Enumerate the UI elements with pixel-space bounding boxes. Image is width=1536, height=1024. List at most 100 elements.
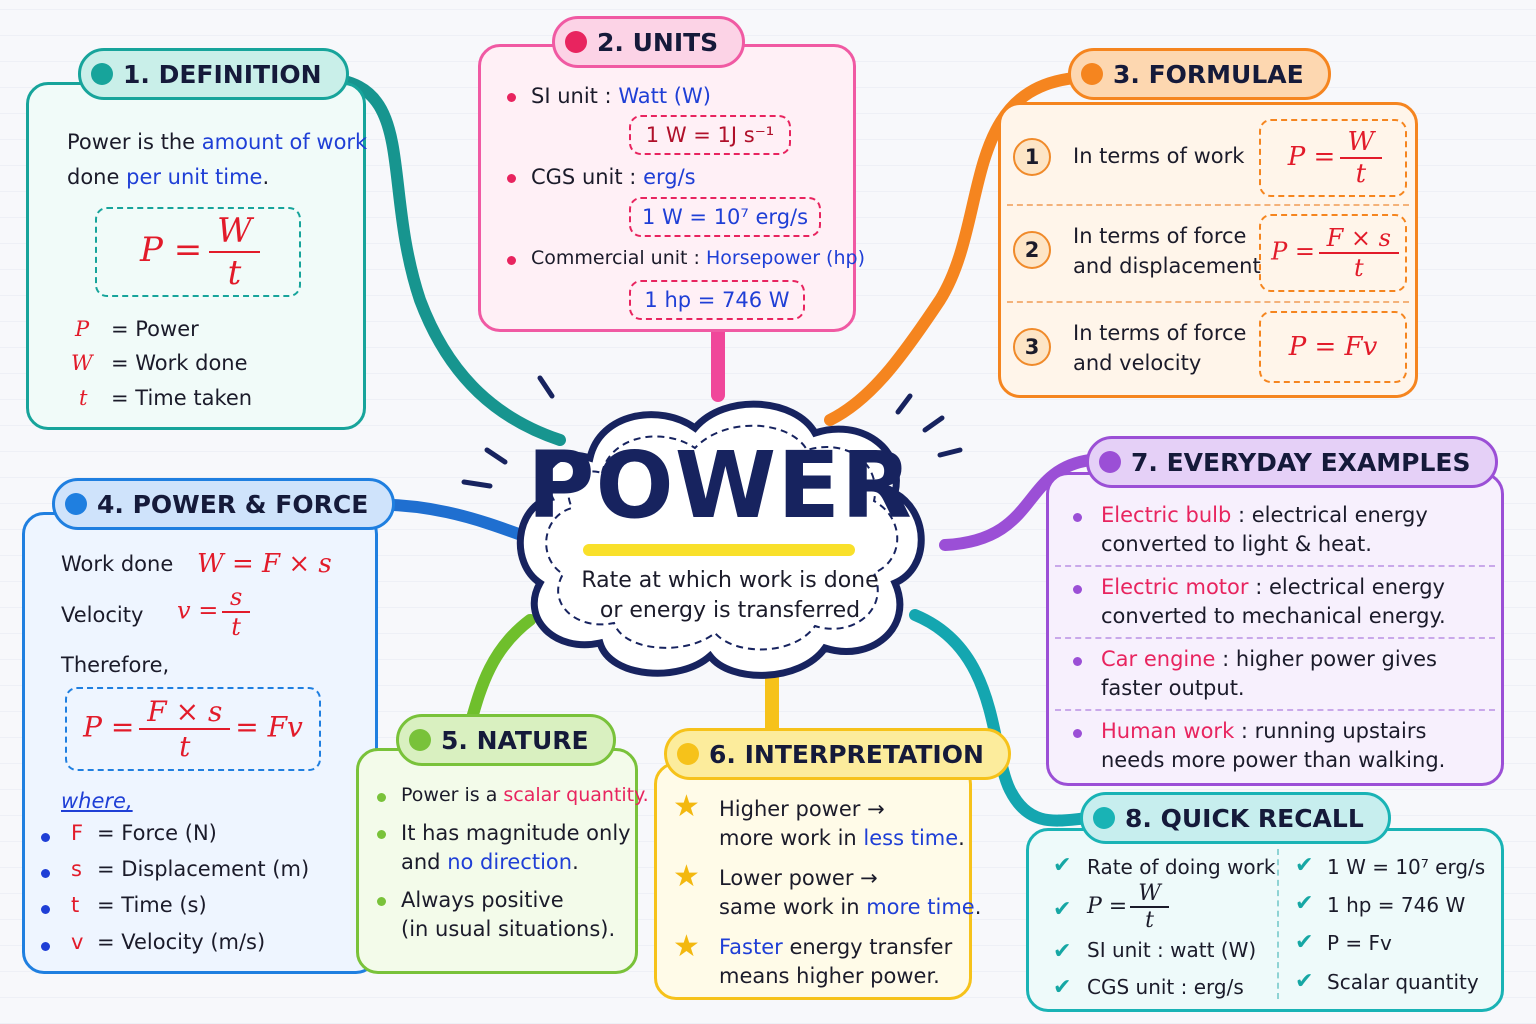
example-motor-line1: Electric motor : electrical energy [1101, 575, 1445, 599]
example-bulb-line2: converted to light & heat. [1101, 532, 1372, 556]
check-icon: ✔ [1295, 853, 1314, 878]
recall-pfv: P = Fv [1327, 931, 1392, 955]
units-heading: 2. UNITS [552, 16, 746, 68]
power-force-heading: 4. POWER & FORCE [52, 478, 396, 530]
bullet [41, 869, 50, 878]
recall-hp: 1 hp = 746 W [1327, 893, 1466, 917]
interp-faster-line2: means higher power. [719, 964, 940, 988]
recall-cgs: CGS unit : erg/s [1087, 975, 1244, 999]
bullet [1073, 513, 1082, 522]
var-displacement: s= Displacement (m) [71, 857, 310, 881]
recall-si: SI unit : watt (W) [1087, 938, 1257, 962]
formula-desc-3b: and velocity [1073, 351, 1202, 375]
therefore-label: Therefore, [61, 653, 170, 677]
title-highlight [583, 544, 855, 556]
nature-magnitude-line2: and no direction. [401, 850, 579, 874]
connector-definition [314, 72, 566, 446]
example-human-line1: Human work : running upstairs [1101, 719, 1427, 743]
bullet [377, 793, 386, 802]
work-done-formula: W = F × s [197, 549, 332, 579]
interp-lower-line1: Lower power → [719, 866, 878, 890]
formula-box-3: P = Fv [1259, 311, 1407, 383]
nature-heading: 5. NATURE [396, 714, 616, 766]
bullet [377, 897, 386, 906]
definition-heading: 1. DEFINITION [78, 48, 349, 100]
units-si: SI unit : Watt (W) [531, 84, 711, 108]
recall-heading: 8. QUICK RECALL [1080, 792, 1391, 844]
formula-desc-3a: In terms of force [1073, 321, 1247, 345]
formula-desc-2a: In terms of force [1073, 224, 1247, 248]
example-car-line2: faster output. [1101, 676, 1245, 700]
power-force-heading-dot [65, 493, 87, 515]
check-icon: ✔ [1053, 939, 1072, 964]
connector-nature [464, 614, 536, 731]
nature-positive-line1: Always positive [401, 888, 564, 912]
formula-number-3: 3 [1013, 328, 1051, 366]
definition-card: Power is the amount of work done per uni… [26, 82, 367, 430]
bullet [1073, 729, 1082, 738]
divider [1007, 204, 1409, 206]
bullet [1073, 657, 1082, 666]
bullet [41, 833, 50, 842]
page-title: POWER [527, 432, 913, 539]
example-bulb-line1: Electric bulb : electrical energy [1101, 503, 1428, 527]
units-heading-dot [565, 31, 587, 53]
nature-scalar: Power is a scalar quantity. [401, 784, 649, 806]
legend-power: P= Power [75, 317, 199, 341]
definition-text-line2: done per unit time. [67, 165, 270, 189]
units-si-box: 1 W = 1J s⁻¹ [629, 115, 791, 155]
interpretation-heading-dot [677, 743, 699, 765]
formula-desc-2b: and displacement [1073, 254, 1261, 278]
divider [1055, 709, 1495, 711]
divider [1055, 637, 1495, 639]
nature-magnitude-line1: It has magnitude only [401, 821, 631, 845]
check-icon: ✔ [1053, 897, 1072, 922]
recall-erg: 1 W = 10⁷ erg/s [1327, 855, 1486, 879]
bullet [41, 905, 50, 914]
legend-time: t= Time taken [79, 386, 253, 410]
divider [1277, 849, 1279, 999]
definition-heading-dot [91, 63, 113, 85]
bullet [1073, 585, 1082, 594]
check-icon: ✔ [1053, 853, 1072, 878]
nature-heading-dot [409, 729, 431, 751]
formula-number-2: 2 [1013, 231, 1051, 269]
work-done-label: Work done [61, 552, 174, 576]
examples-heading: 7. EVERYDAY EXAMPLES [1086, 436, 1498, 488]
star-icon: ★ [673, 789, 700, 824]
example-car-line1: Car engine : higher power gives [1101, 647, 1437, 671]
var-velocity: v= Velocity (m/s) [71, 930, 266, 954]
where-label: where, [61, 789, 133, 813]
units-cgs-box: 1 W = 10⁷ erg/s [629, 197, 821, 237]
interp-higher-line1: Higher power → [719, 797, 885, 821]
formulae-heading: 3. FORMULAE [1068, 48, 1331, 100]
var-force: F= Force (N) [71, 821, 217, 845]
legend-work: W= Work done [71, 351, 248, 375]
bullet [41, 942, 50, 951]
formulae-heading-dot [1081, 63, 1103, 85]
check-icon: ✔ [1053, 975, 1072, 1000]
bullet [377, 830, 386, 839]
divider [1055, 565, 1495, 567]
examples-card: Electric bulb : electrical energy conver… [1046, 472, 1504, 786]
check-icon: ✔ [1295, 930, 1314, 955]
subtitle-line2: or energy is transferred [599, 598, 861, 623]
bullet [507, 93, 516, 102]
nature-card: Power is a scalar quantity. It has magni… [356, 748, 649, 974]
units-commercial: Commercial unit : Horsepower (hp) [531, 247, 865, 269]
recall-heading-dot [1093, 807, 1115, 829]
units-commercial-box: 1 hp = 746 W [629, 280, 805, 320]
connector-recall [909, 609, 1096, 827]
check-icon: ✔ [1295, 891, 1314, 916]
formula-desc-1: In terms of work [1073, 144, 1245, 168]
star-icon: ★ [673, 859, 700, 894]
formula-number-1: 1 [1013, 138, 1051, 176]
recall-scalar: Scalar quantity [1327, 970, 1479, 994]
nature-positive-line2: (in usual situations). [401, 917, 616, 941]
